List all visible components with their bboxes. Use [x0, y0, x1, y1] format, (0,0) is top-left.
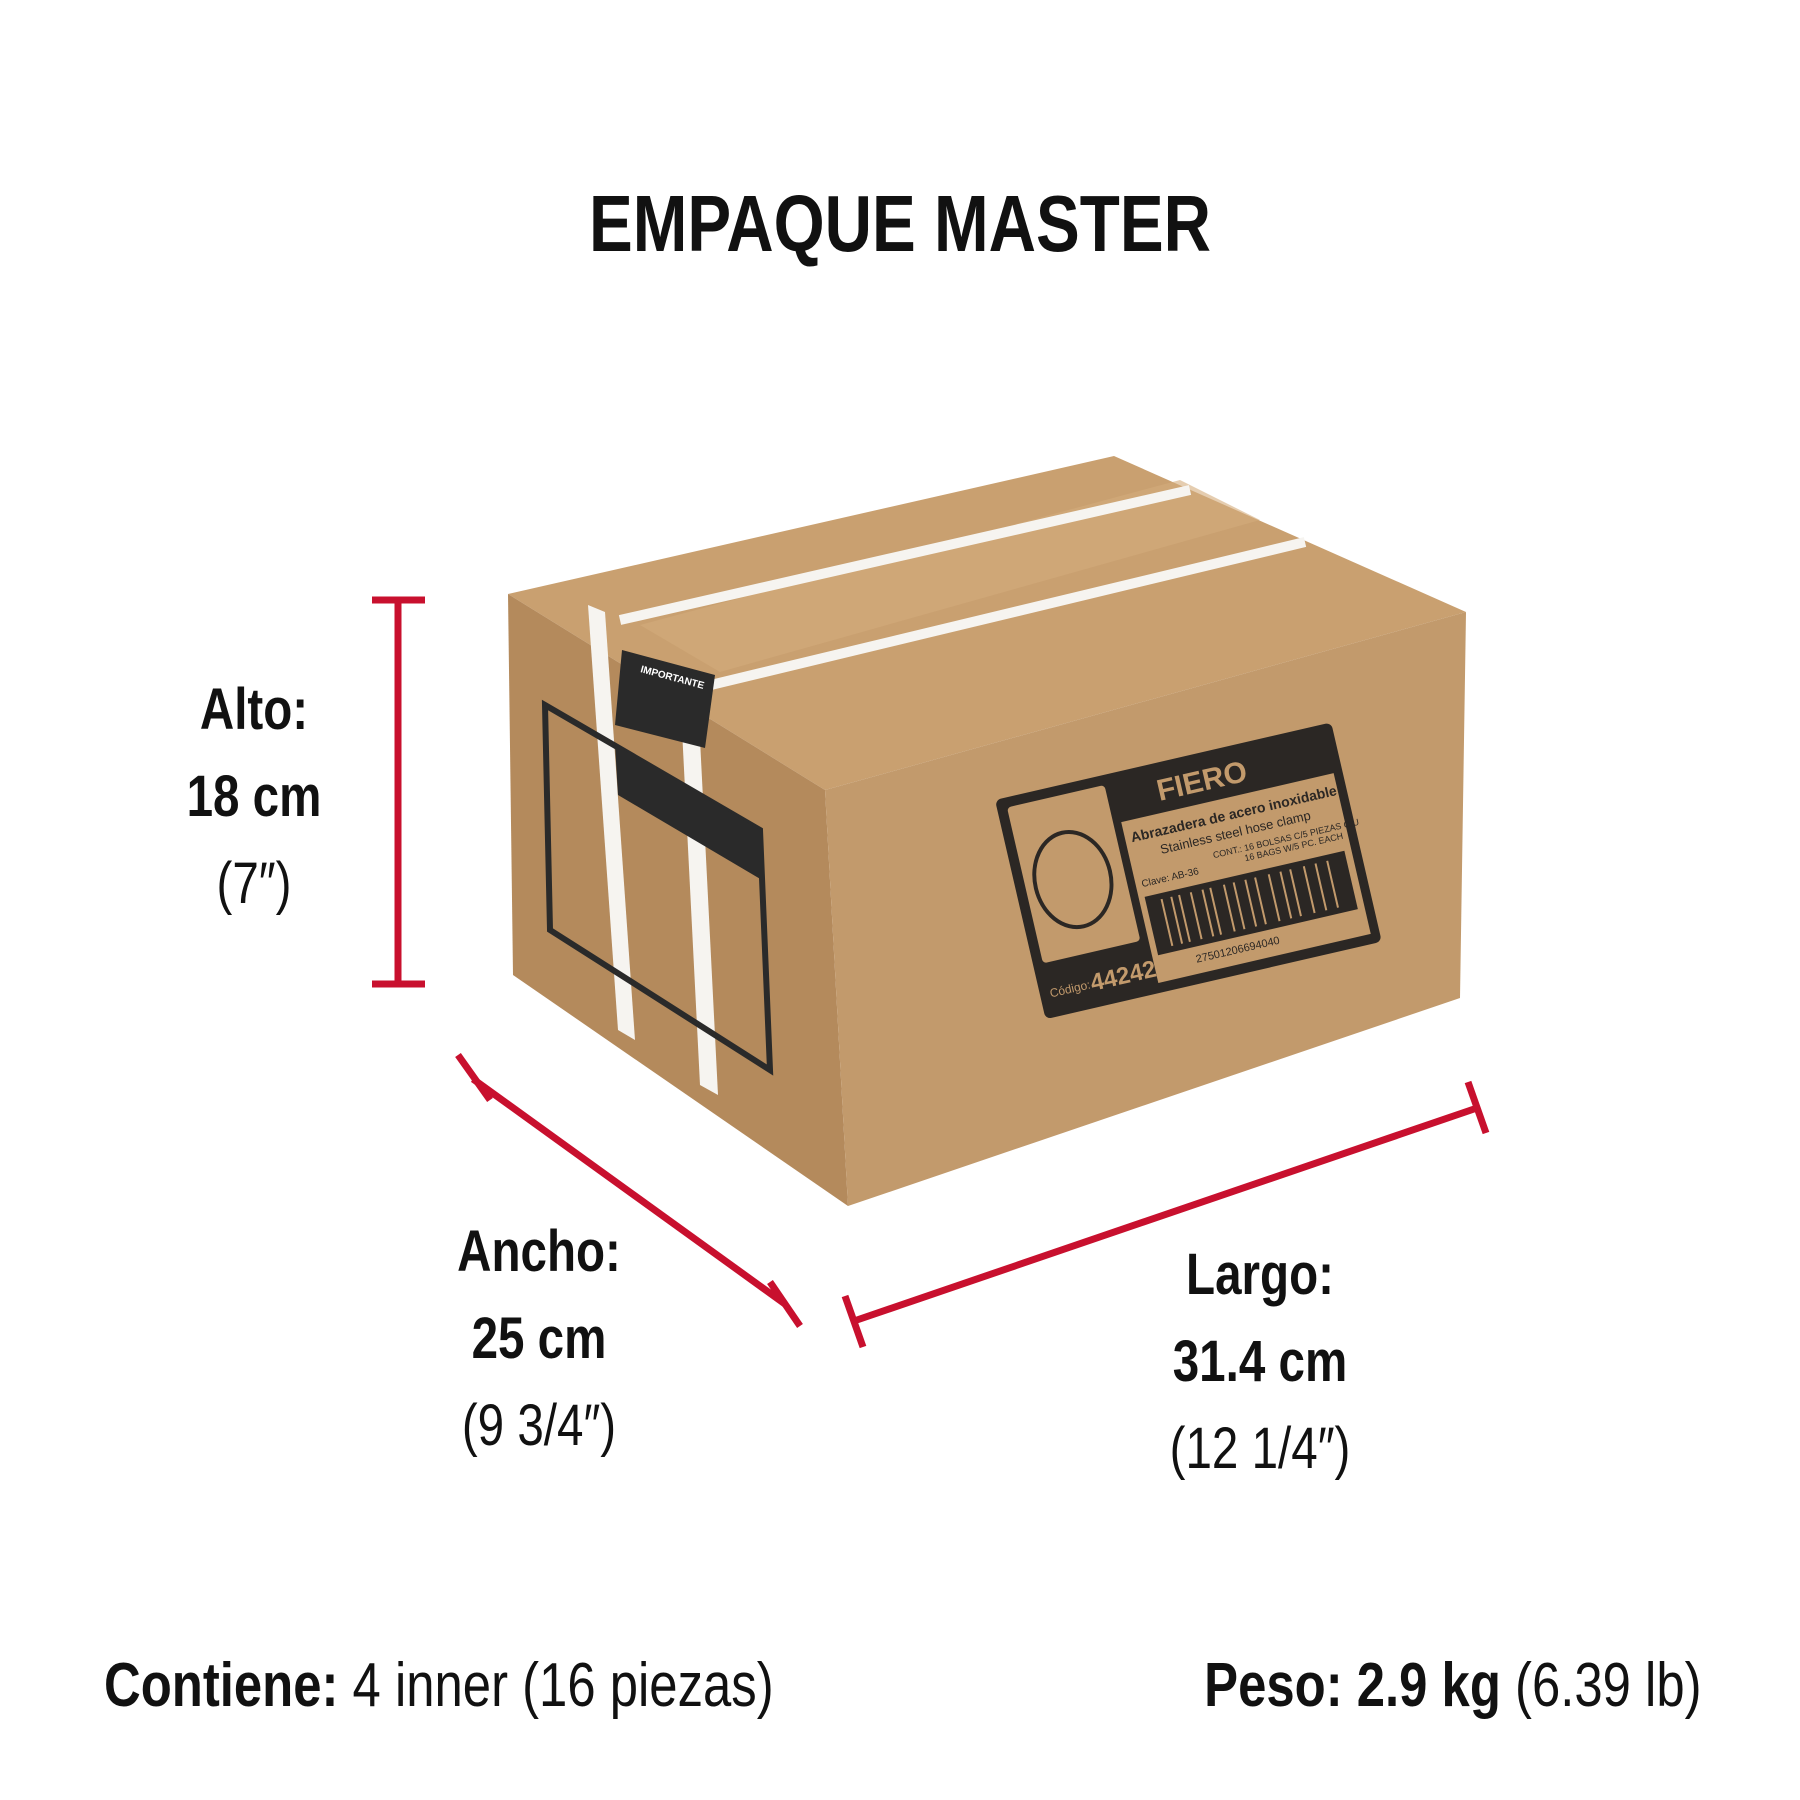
- strap: [688, 537, 1307, 695]
- weight-info: Peso: 2.9 kg (6.39 lb): [1205, 1650, 1702, 1721]
- contents-info: Contiene: 4 inner (16 piezas): [104, 1650, 774, 1721]
- ancho-title: Ancho:: [457, 1219, 621, 1284]
- largo-title: Largo:: [1186, 1242, 1334, 1307]
- weight-value: 2.9 kg: [1357, 1651, 1502, 1720]
- alto-label: Alto: 18 cm (7″): [90, 666, 418, 927]
- alto-title: Alto:: [199, 677, 309, 742]
- tape: [640, 480, 1260, 672]
- ancho-label: Ancho: 25 cm (9 3/4″): [375, 1208, 703, 1469]
- largo-imperial: (12 1/4″): [1169, 1416, 1351, 1481]
- largo-label: Largo: 31.4 cm (12 1/4″): [1096, 1231, 1424, 1492]
- largo-metric: 31.4 cm: [1172, 1329, 1348, 1394]
- alto-imperial: (7″): [216, 851, 292, 916]
- contents-label: Contiene:: [104, 1651, 339, 1720]
- strap: [588, 605, 635, 1040]
- page-title: EMPAQUE MASTER: [588, 179, 1212, 268]
- ancho-metric: 25 cm: [471, 1306, 607, 1371]
- weight-label: Peso:: [1204, 1651, 1344, 1720]
- alto-metric: 18 cm: [186, 764, 322, 829]
- ancho-imperial: (9 3/4″): [461, 1393, 617, 1458]
- sticker: [615, 650, 715, 748]
- largo-measure-line: [841, 1080, 1490, 1349]
- strap: [618, 485, 1192, 625]
- product-label: FIERO Abrazadera de acero inoxidable Sta…: [996, 723, 1381, 1019]
- box-left-face: [508, 594, 848, 1206]
- ancho-measure-line: [455, 1052, 803, 1328]
- contents-value: 4 inner (16 piezas): [352, 1651, 774, 1720]
- hose-clamp-icon: [1032, 829, 1114, 930]
- alto-measure-line: [372, 596, 425, 988]
- weight-imperial: (6.39 lb): [1515, 1651, 1702, 1720]
